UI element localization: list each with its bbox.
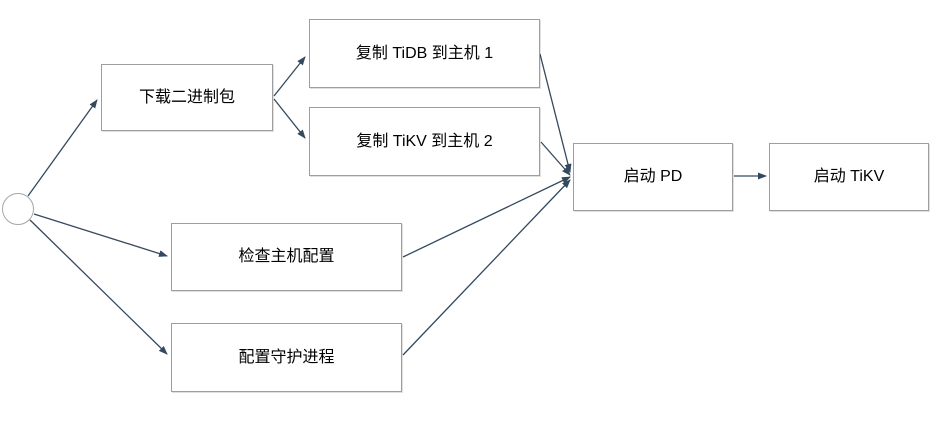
node-start-pd-label: 启动 PD <box>623 168 683 186</box>
node-start-pd: 启动 PD <box>573 143 733 211</box>
edge-copy-tikv-to-start-pd <box>540 141 571 176</box>
node-config-daemon: 配置守护进程 <box>171 323 402 392</box>
node-start-tikv: 启动 TiKV <box>769 143 929 211</box>
edge-start-to-check-host <box>33 213 168 257</box>
start-node-circle <box>2 193 34 225</box>
node-copy-tidb-host1: 复制 TiDB 到主机 1 <box>309 19 540 88</box>
node-copy-tidb-host1-label: 复制 TiDB 到主机 1 <box>355 44 494 62</box>
node-start-tikv-label: 启动 TiKV <box>813 168 885 186</box>
edge-start-to-config-daemon <box>29 219 168 355</box>
node-check-host-config-label: 检查主机配置 <box>238 248 335 266</box>
node-copy-tikv-host2: 复制 TiKV 到主机 2 <box>309 107 540 176</box>
node-check-host-config: 检查主机配置 <box>171 223 402 291</box>
edge-config-daemon-to-start-pd <box>402 179 571 356</box>
edge-copy-tidb-to-start-pd <box>539 53 572 173</box>
node-config-daemon-label: 配置守护进程 <box>238 348 335 366</box>
edge-check-host-to-start-pd <box>402 176 571 258</box>
node-copy-tikv-host2-label: 复制 TiKV 到主机 2 <box>356 132 493 150</box>
edge-download-to-copy-tidb <box>273 56 306 97</box>
node-download-binary-label: 下载二进制包 <box>138 88 235 106</box>
edge-download-to-copy-tikv <box>273 98 306 139</box>
edge-start-to-download <box>27 99 98 197</box>
node-download-binary: 下载二进制包 <box>101 64 273 131</box>
